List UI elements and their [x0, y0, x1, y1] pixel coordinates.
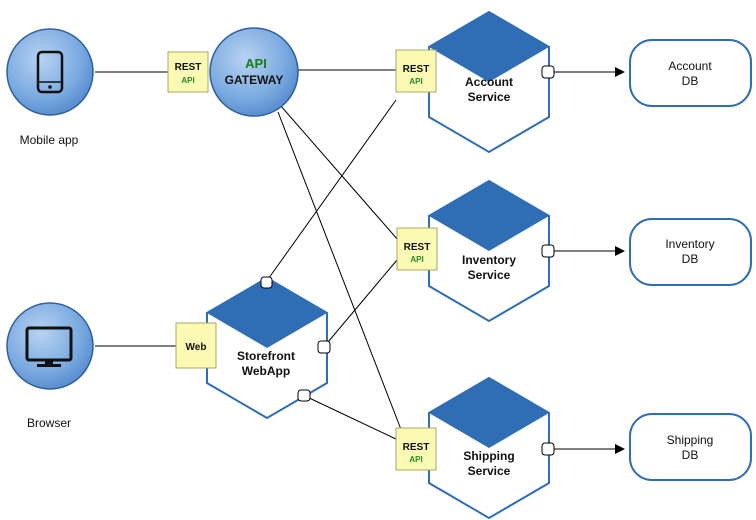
inventory-port: [541, 244, 555, 258]
account-service-line1: Account: [465, 75, 513, 89]
storefront-line1: Storefront: [237, 349, 295, 363]
inventory-service-line2: Service: [468, 268, 511, 282]
inventory-service-line1: Inventory: [462, 253, 516, 267]
browser-node: Browser: [6, 302, 94, 430]
svg-text:API: API: [410, 255, 423, 264]
svg-text:API: API: [409, 455, 422, 464]
inventory-db-line2: DB: [682, 252, 699, 266]
shipping-service-line2: Service: [468, 464, 511, 478]
shipping-service-node: Shipping Service: [428, 376, 555, 520]
svg-text:Web: Web: [186, 342, 207, 353]
mobile-app-label: Mobile app: [20, 133, 79, 147]
account-service-line2: Service: [468, 90, 511, 104]
account-db-node: Account DB: [629, 39, 752, 107]
account-service-node: Account Service: [428, 10, 555, 154]
inventory-db-node: Inventory DB: [629, 218, 752, 286]
storefront-to-account-line: [265, 99, 397, 283]
gateway-title-line1: API: [245, 56, 267, 71]
inventory-rest-badge: REST API: [396, 227, 438, 271]
shipping-port: [541, 442, 555, 456]
account-rest-badge: REST API: [395, 49, 437, 93]
svg-text:REST: REST: [403, 64, 430, 75]
inventory-db-line1: Inventory: [665, 237, 714, 251]
account-db-line1: Account: [668, 59, 712, 73]
storefront-webapp-node: Storefront WebApp: [206, 276, 331, 420]
storefront-to-inventory-line: [322, 259, 398, 349]
browser-label: Browser: [27, 416, 71, 430]
storefront-line2: WebApp: [242, 364, 290, 378]
gateway-rest-badge: REST API: [167, 51, 209, 93]
storefront-right-port: [317, 340, 331, 354]
svg-text:API: API: [181, 76, 194, 85]
gateway-title-line2: GATEWAY: [225, 73, 284, 87]
shipping-db-line1: Shipping: [667, 433, 714, 447]
account-db-line2: DB: [682, 74, 699, 88]
svg-text:REST: REST: [403, 442, 430, 453]
gateway-to-inventory-line: [279, 104, 399, 241]
shipping-rest-badge: REST API: [395, 427, 437, 471]
mobile-app-node: Mobile app: [6, 28, 94, 147]
svg-text:API: API: [409, 77, 422, 86]
gateway-to-shipping-line: [277, 111, 403, 433]
shipping-service-line1: Shipping: [463, 449, 514, 463]
api-gateway-node: API GATEWAY: [209, 27, 299, 117]
svg-text:REST: REST: [404, 242, 431, 253]
monitor-icon: [25, 326, 73, 367]
storefront-to-shipping-line: [304, 395, 399, 441]
connections: [95, 67, 625, 454]
storefront-top-port: [260, 276, 273, 289]
account-port: [541, 65, 555, 79]
inventory-service-node: Inventory Service: [428, 179, 555, 323]
storefront-bottom-port: [297, 389, 311, 402]
svg-text:REST: REST: [175, 62, 202, 73]
mobile-phone-icon: [36, 50, 64, 94]
shipping-db-line2: DB: [682, 448, 699, 462]
storefront-web-badge: Web: [175, 322, 217, 369]
shipping-db-node: Shipping DB: [629, 413, 752, 481]
